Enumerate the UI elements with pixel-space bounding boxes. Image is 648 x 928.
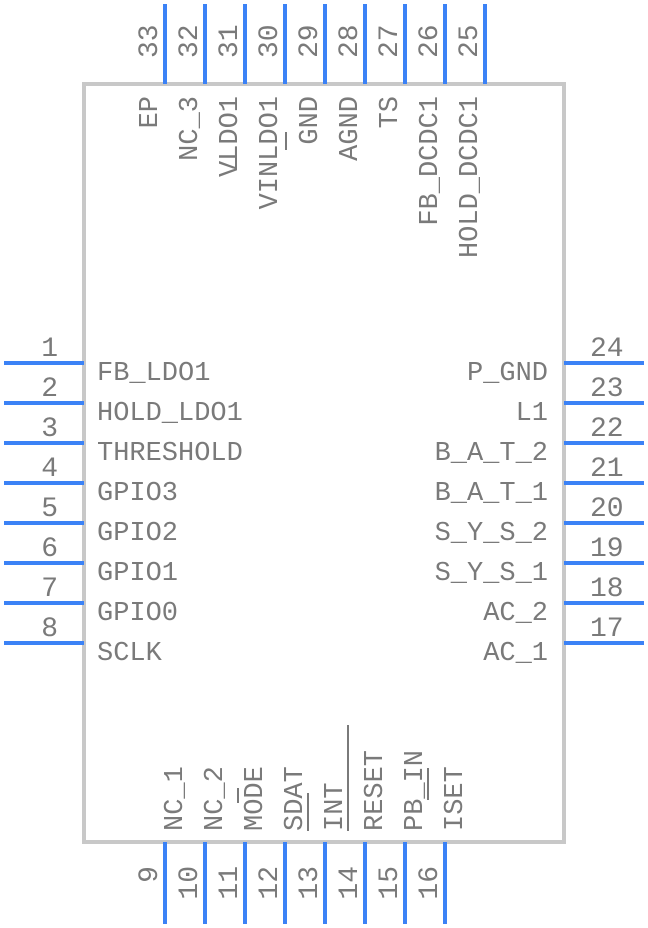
pin-number-32: 32 <box>175 24 206 58</box>
pin-name-gpio1: GPIO1 <box>97 559 178 589</box>
pin-number-16: 16 <box>415 866 446 900</box>
pin-name-fb-ldo1: FB_LDO1 <box>97 359 210 389</box>
pin-name-ep: EP <box>136 96 166 128</box>
pin-number-30: 30 <box>255 24 286 58</box>
pin-number-12: 12 <box>255 866 286 900</box>
pin-name-nc-2: NC_2 <box>201 766 231 831</box>
pin-number-8: 8 <box>41 614 58 645</box>
pin-name-gpio2: GPIO2 <box>97 519 178 549</box>
pin-name-iset: ISET <box>441 766 471 831</box>
pin-number-24: 24 <box>590 334 624 365</box>
pin-number-5: 5 <box>41 494 58 525</box>
pin-number-14: 14 <box>335 866 366 900</box>
pin-name-ac-1: AC_1 <box>483 639 548 669</box>
pin-number-18: 18 <box>590 574 624 605</box>
pin-name-ts: TS <box>376 96 406 128</box>
pin-name-hold-ldo1: HOLD_LDO1 <box>97 399 243 429</box>
pin-number-13: 13 <box>295 866 326 900</box>
pin-name-hold-dcdc1: HOLD_DCDC1 <box>456 96 486 258</box>
pin-name-b-a-t-1: B_A_T_1 <box>435 479 548 509</box>
pin-number-4: 4 <box>41 454 58 485</box>
pin-number-17: 17 <box>590 614 624 645</box>
pin-number-23: 23 <box>590 374 624 405</box>
pin-number-19: 19 <box>590 534 624 565</box>
pin-name-fb-dcdc1: FB_DCDC1 <box>416 96 446 226</box>
pin-name-l1: L1 <box>516 399 548 429</box>
pin-name-agnd: AGND <box>336 96 366 161</box>
pin-name-ac-2: AC_2 <box>483 599 548 629</box>
ic-body <box>82 82 566 844</box>
pin-number-29: 29 <box>295 24 326 58</box>
pin-name-nc-3: NC_3 <box>176 96 206 161</box>
pin-name-threshold: THRESHOLD <box>97 439 243 469</box>
pin-number-3: 3 <box>41 414 58 445</box>
pin-number-10: 10 <box>175 866 206 900</box>
pin-name-sclk: SCLK <box>97 639 163 669</box>
pin-number-1: 1 <box>41 334 58 365</box>
pin-number-11: 11 <box>215 866 246 900</box>
pin-name-s-y-s-1: S_Y_S_1 <box>435 559 548 589</box>
pin-number-27: 27 <box>375 24 406 58</box>
pin-number-26: 26 <box>415 24 446 58</box>
pin-number-22: 22 <box>590 414 624 445</box>
pin-number-20: 20 <box>590 494 624 525</box>
pin-name-reset: RESET <box>361 750 391 831</box>
pin-name-mode: MODE <box>241 766 271 831</box>
pin-number-33: 33 <box>135 24 166 58</box>
pin-name-pb-in: PB_IN <box>401 750 431 831</box>
pin-number-2: 2 <box>41 374 58 405</box>
pin-number-25: 25 <box>455 24 486 58</box>
pin-name-vinldo1: VINLDO1 <box>256 96 286 209</box>
pin-number-6: 6 <box>41 534 58 565</box>
pin-number-7: 7 <box>41 574 58 605</box>
pin-name-vldo1: VLDO1 <box>216 96 246 177</box>
pin-name-b-a-t-2: B_A_T_2 <box>435 439 548 469</box>
pin-name-p-gnd: P_GND <box>467 359 548 389</box>
pin-name-gpio0: GPIO0 <box>97 599 178 629</box>
pin-number-15: 15 <box>375 866 406 900</box>
pin-number-21: 21 <box>590 454 624 485</box>
pin-name-nc-1: NC_1 <box>161 766 191 831</box>
pin-number-31: 31 <box>215 24 246 58</box>
pin-number-9: 9 <box>135 866 166 883</box>
pin-name-s-y-s-2: S_Y_S_2 <box>435 519 548 549</box>
pin-number-28: 28 <box>335 24 366 58</box>
pin-name-gpio3: GPIO3 <box>97 479 178 509</box>
pin-name-gnd: GND <box>296 96 326 145</box>
pin-name-int: INT <box>321 782 351 831</box>
pin-name-sdat: SDAT <box>281 766 311 831</box>
